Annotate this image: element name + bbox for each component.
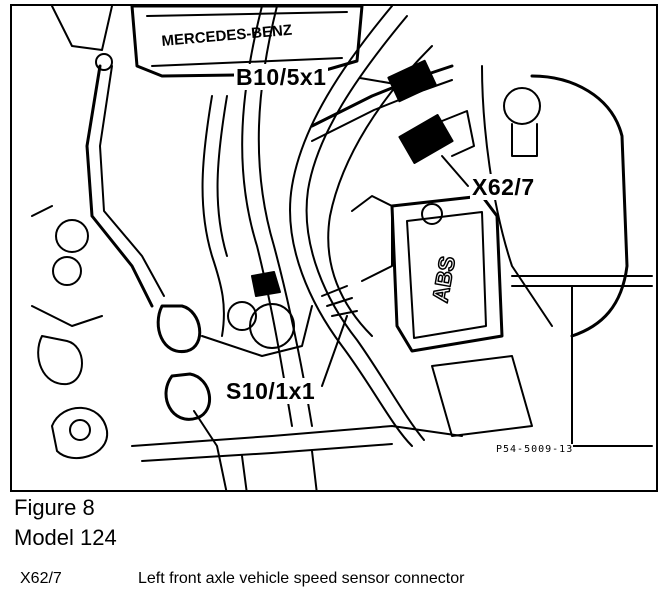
- legend-code: X62/7: [20, 570, 62, 587]
- engine-bay-illustration: MERCEDES-BENZ ABS: [31, 6, 653, 490]
- callout-x62-7: X62/7: [470, 174, 537, 200]
- figure-model: Model 124: [14, 525, 117, 550]
- diagram-figure: MERCEDES-BENZ ABS: [10, 4, 658, 492]
- legend-description: Left front axle vehicle speed sensor con…: [138, 570, 465, 587]
- figure-title: Figure 8: [14, 495, 95, 520]
- callout-s10-1x1: S10/1x1: [224, 378, 318, 404]
- abs-engraving: ABS: [427, 254, 460, 304]
- legend-row: X62/7 Left front axle vehicle speed sens…: [20, 570, 464, 588]
- callout-b10-5x1: B10/5x1: [234, 64, 329, 90]
- figure-reference-code: P54-5009-13: [496, 444, 574, 455]
